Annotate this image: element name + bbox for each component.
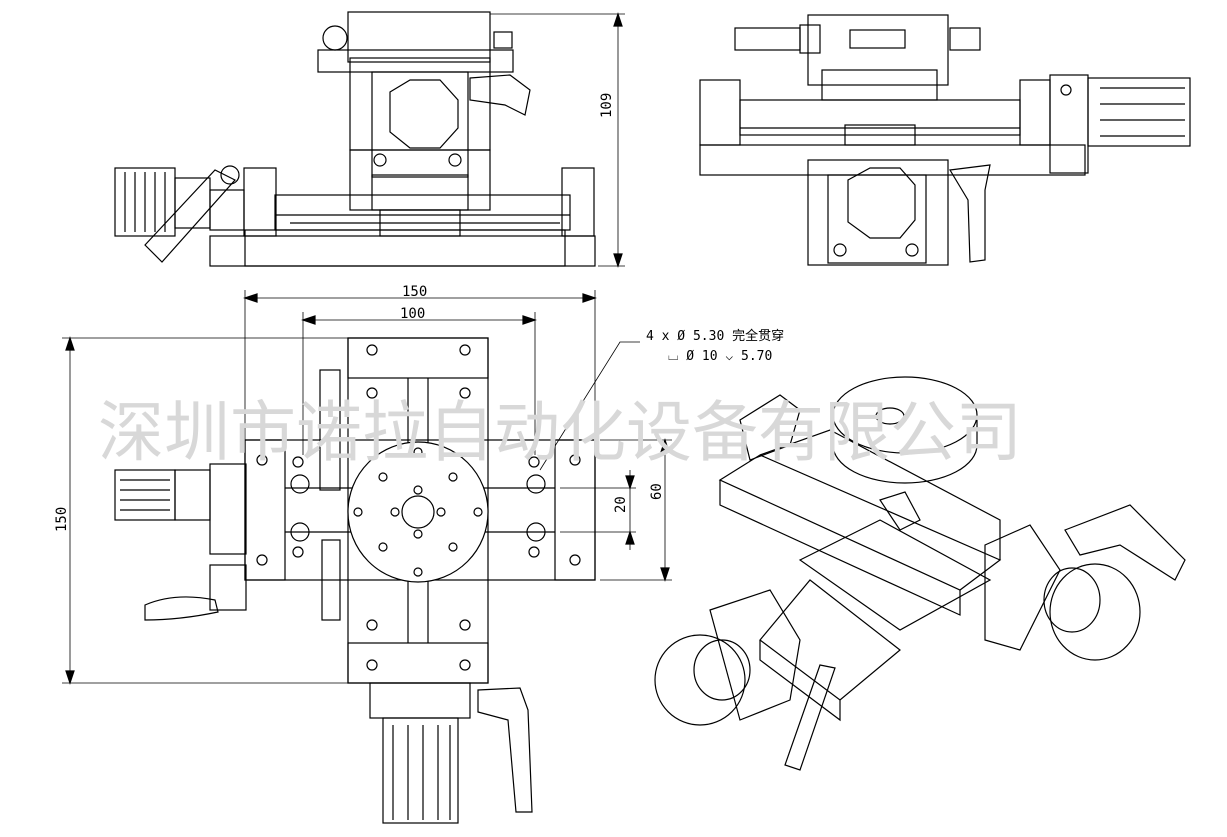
dim-height-top: 109 <box>599 93 615 118</box>
hole-callout-line1: 4 x Ø 5.30 完全贯穿 <box>646 328 784 344</box>
dim-width-inner: 100 <box>400 306 425 322</box>
dim-pitch-small: 20 <box>613 496 629 513</box>
dim-pitch-large: 60 <box>649 483 665 500</box>
front-view <box>114 11 625 268</box>
watermark: 深圳市诺拉自动化设备有限公司 <box>98 394 1022 471</box>
dim-width-outer: 150 <box>402 284 427 300</box>
top-view <box>62 290 672 824</box>
isometric-view <box>654 376 1186 771</box>
side-view <box>699 14 1191 266</box>
hole-callout-line2: ⌴ Ø 10 ⌵ 5.70 <box>668 349 772 364</box>
dim-height-left: 150 <box>54 507 70 532</box>
